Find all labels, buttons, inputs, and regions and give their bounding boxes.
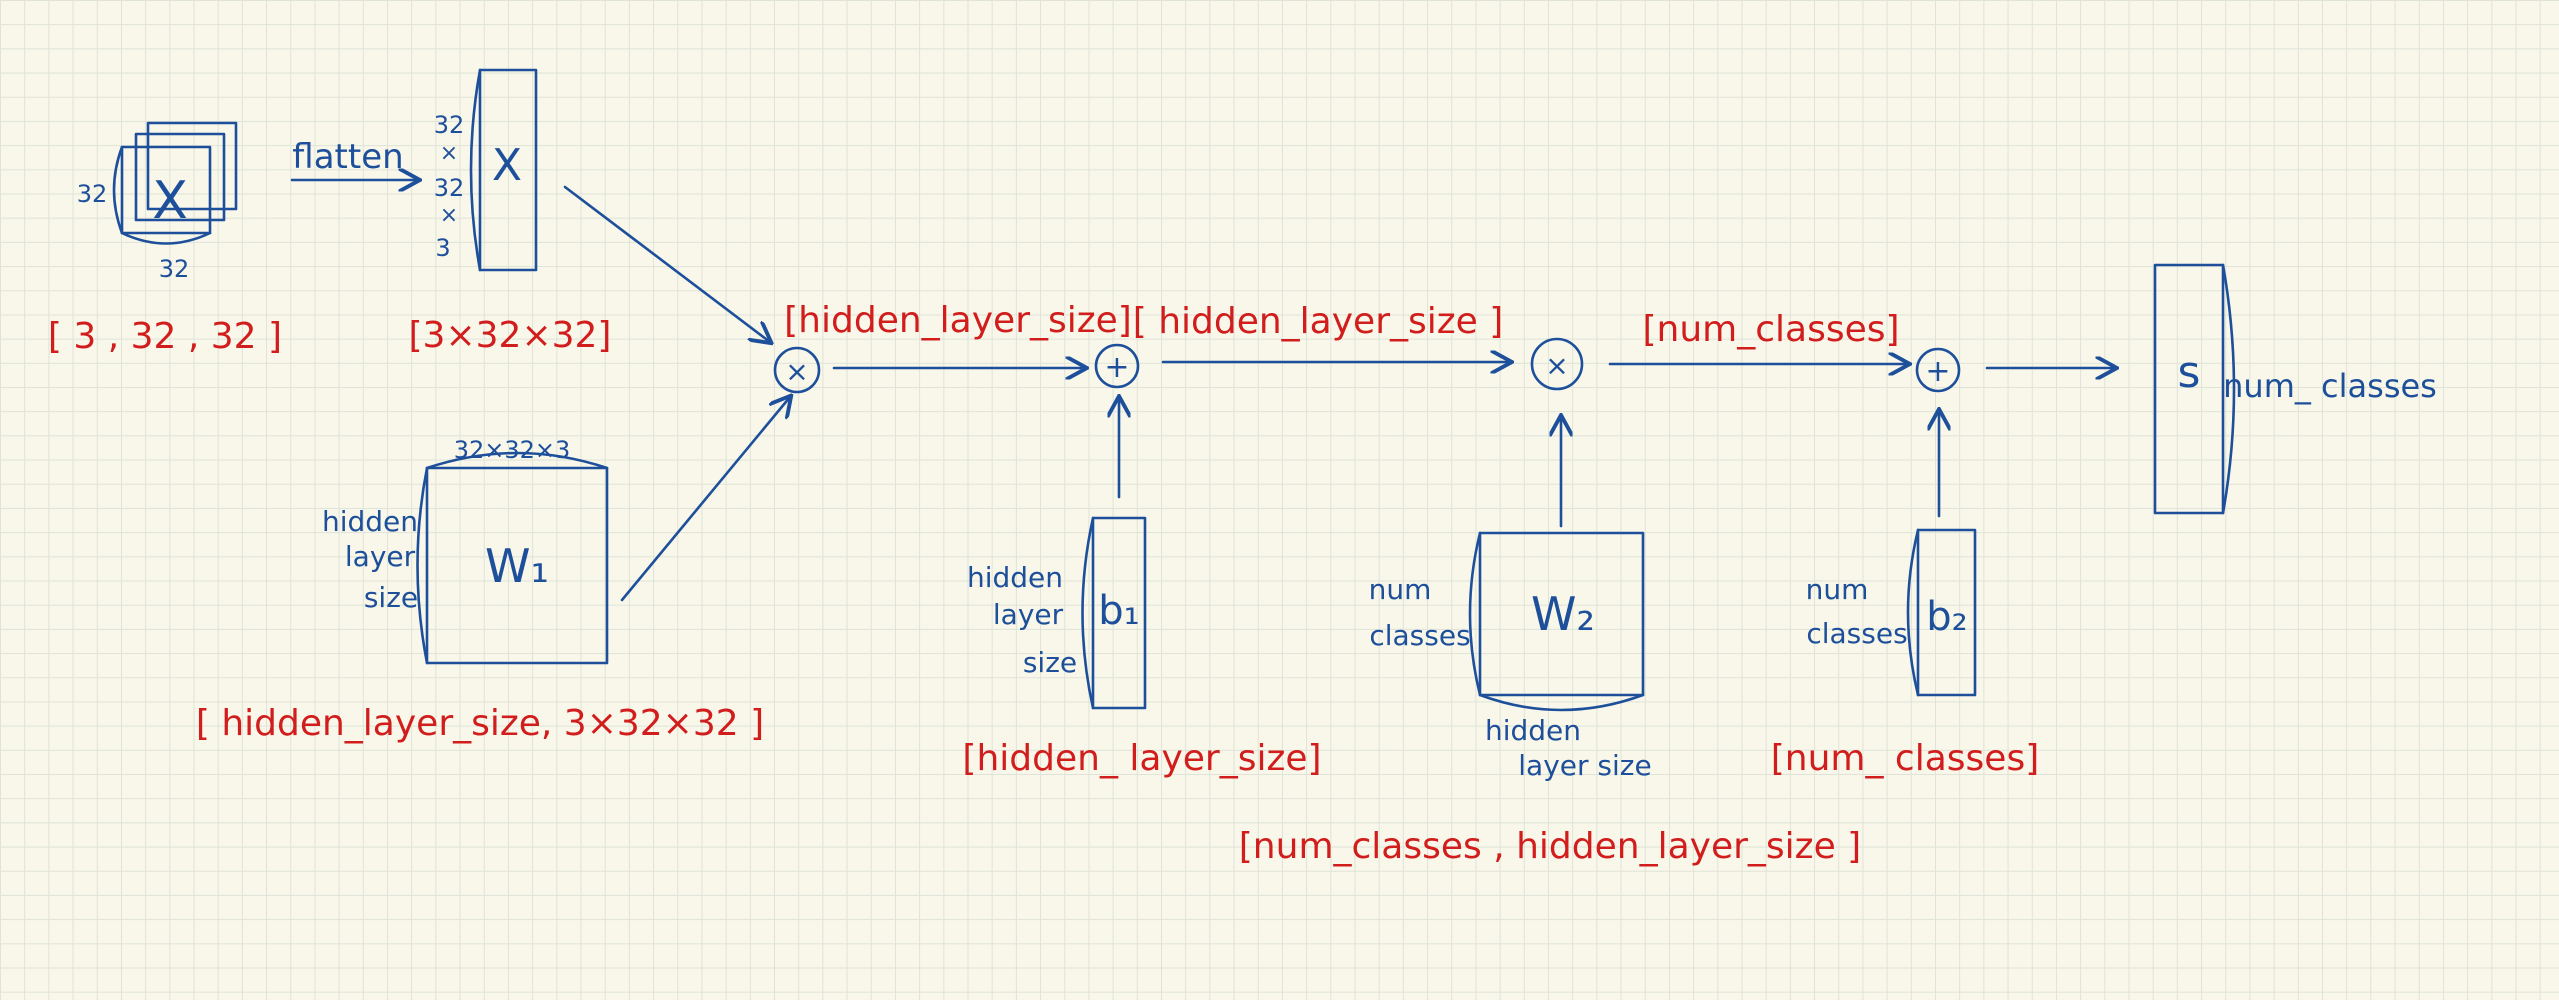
w1-side-label-line3: size: [364, 581, 418, 614]
b1-side-label-line3: size: [1023, 646, 1077, 679]
input-image: X 32 32: [77, 121, 238, 283]
flatten-label: flatten: [292, 137, 403, 177]
b2-side-label-line2: classes: [1806, 617, 1907, 650]
w2-shape-label: [num_classes , hidden_layer_size ]: [1239, 826, 1861, 867]
output-brace: [2221, 263, 2236, 515]
output-box: [2153, 263, 2225, 515]
w1-width-brace: [425, 451, 609, 470]
b2-shape-label: [num_ classes]: [1771, 738, 2040, 779]
b1-shape-label: [hidden_ layer_size]: [962, 738, 1321, 779]
w2-width-brace: [1478, 693, 1645, 712]
multiply-node-2: ×: [1530, 337, 1584, 391]
w2-side-label-line1: num: [1369, 573, 1432, 606]
b1-symbol: b₁: [1098, 588, 1139, 634]
add-node-2-symbol: +: [1925, 354, 1950, 389]
w1-box: [425, 466, 609, 665]
multiply-node-1-circle: [773, 346, 821, 394]
input-width-label: 32: [159, 255, 190, 283]
input-shape-label: [ 3 , 32 , 32 ]: [48, 316, 282, 357]
input-width-brace: [120, 231, 212, 245]
flattened-shape-label: [3×32×32]: [409, 315, 612, 356]
input-channel-front: [120, 145, 212, 235]
w2-box: [1478, 531, 1645, 697]
w2-height-brace: [1468, 531, 1482, 697]
w1-to-mult1-arrow: [620, 397, 790, 602]
add-node-2: +: [1915, 347, 1961, 393]
flatten-dim-times-a: ×: [440, 141, 458, 166]
b2-side-label-line1: num: [1806, 573, 1869, 606]
multiply-node-1: ×: [773, 346, 821, 394]
output-scores: s num_ classes: [2153, 263, 2437, 515]
w1-shape-label: [ hidden_layer_size, 3×32×32 ]: [196, 703, 764, 744]
add-node-2-circle: [1915, 347, 1961, 393]
flattened-vector-brace: [469, 68, 482, 272]
output-symbol: s: [2178, 347, 2201, 398]
flattened-vector-box: [478, 68, 538, 272]
w2-bottom-label-line2: layer size: [1518, 749, 1651, 782]
add-node-1-circle: [1094, 343, 1140, 389]
mult2-output-shape: [num_classes]: [1642, 309, 1899, 350]
b1-box: [1091, 516, 1147, 710]
w1-top-label: 32×32×3: [454, 436, 571, 464]
flatten-dim-32b: 32: [434, 174, 465, 202]
bias-vector-b2: b₂ num classes: [1806, 528, 1977, 697]
b2-brace: [1906, 528, 1920, 697]
w1-height-brace: [416, 466, 429, 665]
multiply-node-2-symbol: ×: [1545, 349, 1568, 382]
mult1-output-shape: [hidden_layer_size]: [784, 300, 1132, 341]
add-node-1-symbol: +: [1104, 350, 1129, 385]
flattened-vector: X 32 × 32 × 3: [434, 68, 538, 272]
b2-box: [1916, 528, 1977, 697]
bias-vector-b1: b₁ hidden layer size: [967, 516, 1147, 710]
input-channel-middle: [134, 132, 226, 222]
w2-side-label-line2: classes: [1369, 619, 1470, 652]
flatten-dim-times-b: ×: [440, 203, 458, 228]
b2-symbol: b₂: [1926, 594, 1967, 640]
input-channel-back: [146, 121, 238, 211]
input-height-label: 32: [77, 180, 108, 208]
add1-output-shape: [ hidden_layer_size ]: [1133, 301, 1504, 342]
b1-side-label-line1: hidden: [967, 561, 1063, 594]
multiply-node-2-circle: [1530, 337, 1584, 391]
w1-side-label-line2: layer: [345, 540, 416, 573]
b1-side-label-line2: layer: [993, 598, 1064, 631]
weight-matrix-w1: W₁ 32×32×3 hidden layer size: [322, 436, 609, 665]
w2-symbol: W₂: [1531, 587, 1595, 641]
w1-side-label-line1: hidden: [322, 505, 418, 538]
w2-bottom-label-line1: hidden: [1485, 714, 1581, 747]
flattened-vector-symbol: X: [492, 140, 522, 191]
weight-matrix-w2: W₂ num classes hidden layer size: [1369, 531, 1652, 782]
flatten-dim-3: 3: [435, 234, 450, 262]
input-height-brace: [112, 145, 124, 235]
flatten-dim-32a: 32: [434, 111, 465, 139]
x-to-mult1-arrow: [563, 185, 770, 342]
output-side-label: num_ classes: [2223, 367, 2437, 405]
input-symbol: X: [152, 171, 188, 231]
multiply-node-1-symbol: ×: [785, 355, 808, 388]
w1-symbol: W₁: [485, 539, 549, 593]
add-node-1: +: [1094, 343, 1140, 389]
b1-brace: [1081, 516, 1095, 710]
